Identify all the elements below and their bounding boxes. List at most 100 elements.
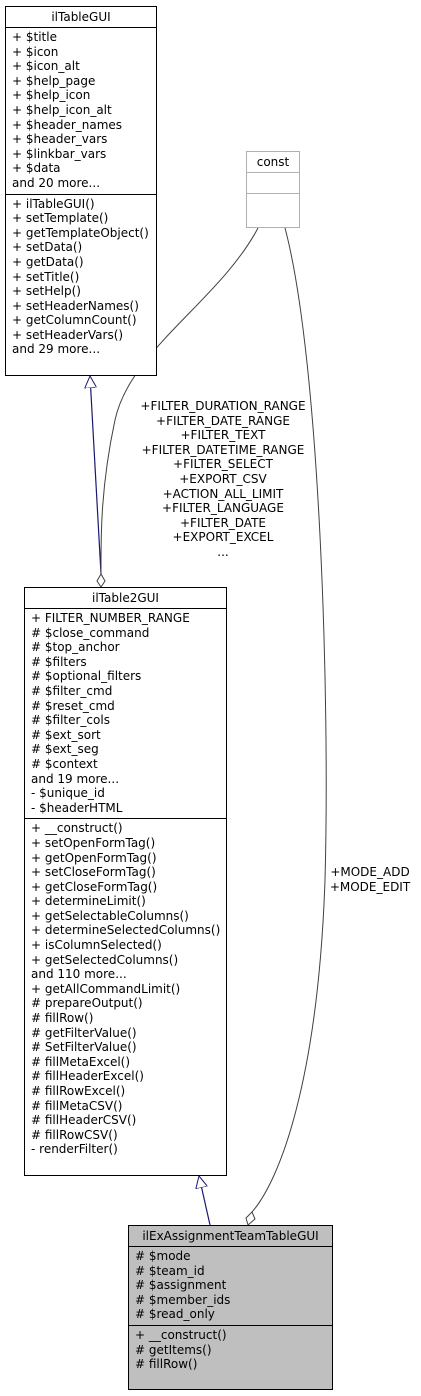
- member-row: # $team_id: [135, 1263, 205, 1278]
- member-row: +ACTION_ALL_LIMIT: [162, 486, 284, 501]
- class-box-iltablegui[interactable]: ilTableGUI + $title+ $icon+ $icon_alt+ $…: [5, 6, 157, 376]
- member-row: +FILTER_DURATION_RANGE: [140, 399, 306, 413]
- member-row: and 110 more...: [31, 967, 127, 982]
- attribute-list: # $mode# $team_id# $assignment# $member_…: [129, 1247, 332, 1326]
- class-title: const: [247, 152, 299, 173]
- composition-edge-const-to-team: [251, 227, 327, 1213]
- member-row: +FILTER_DATETIME_RANGE: [141, 442, 305, 457]
- member-row: # $optional_filters: [31, 669, 142, 684]
- member-row: # getFilterValue(): [31, 1025, 137, 1040]
- member-row: +MODE_EDIT: [329, 879, 411, 894]
- member-row: # fillRowCSV(): [31, 1127, 118, 1142]
- method-list: + __construct()# getItems()# fillRow(): [129, 1326, 332, 1375]
- member-row: + $header_names: [12, 117, 123, 132]
- member-row: + FILTER_NUMBER_RANGE: [31, 611, 190, 625]
- member-row: + $data: [12, 161, 61, 176]
- member-row: + determineLimit(): [31, 894, 146, 909]
- member-row: ...: [217, 544, 229, 559]
- method-list: [247, 194, 299, 214]
- member-row: + $help_icon: [12, 88, 91, 103]
- class-title: ilExAssignmentTeamTableGUI: [129, 1226, 332, 1247]
- member-row: + setOpenFormTag(): [31, 835, 156, 850]
- class-title: ilTableGUI: [6, 7, 156, 28]
- member-row: # $ext_seg: [31, 742, 99, 757]
- member-row: # fillMetaExcel(): [31, 1054, 131, 1069]
- member-row: + $help_page: [12, 73, 96, 88]
- member-row: + isColumnSelected(): [31, 938, 162, 953]
- class-box-iltable2gui[interactable]: ilTable2GUI + FILTER_NUMBER_RANGE# $clos…: [24, 587, 227, 1176]
- member-row: and 19 more...: [31, 771, 120, 786]
- member-row: + __construct(): [135, 1327, 227, 1342]
- member-row: + $title: [12, 30, 57, 44]
- method-list: + ilTableGUI()+ setTemplate()+ getTempla…: [6, 195, 156, 361]
- member-row: - $headerHTML: [31, 800, 123, 815]
- attribute-list: + $title+ $icon+ $icon_alt+ $help_page+ …: [6, 28, 156, 195]
- member-row: +FILTER_DATE: [180, 515, 266, 530]
- member-row: + getSelectedColumns(): [31, 952, 179, 967]
- member-row: + getData(): [12, 254, 84, 269]
- member-row: + __construct(): [31, 821, 123, 836]
- member-row: - $unique_id: [31, 786, 105, 801]
- member-row: + setData(): [12, 240, 83, 255]
- member-row: # getItems(): [135, 1342, 212, 1357]
- member-row: + setTitle(): [12, 269, 80, 284]
- member-row: # $filters: [31, 654, 87, 669]
- member-row: + determineSelectedColumns(): [31, 923, 221, 938]
- member-row: + $help_icon_alt: [12, 102, 112, 117]
- member-row: +FILTER_LANGUAGE: [162, 501, 284, 516]
- member-row: # $close_command: [31, 625, 150, 640]
- inheritance-edge-team-to-table2: [199, 1176, 211, 1226]
- composition-diamond-table2: [96, 572, 106, 588]
- inheritance-edge-table2-to-tablegui: [90, 376, 102, 575]
- member-row: # $top_anchor: [31, 640, 120, 655]
- member-row: # $member_ids: [135, 1292, 231, 1307]
- member-row: # fillHeaderCSV(): [31, 1113, 137, 1128]
- member-row: +FILTER_DATE_RANGE: [156, 413, 290, 428]
- member-row: + setCloseFormTag(): [31, 865, 156, 880]
- member-row: + setTemplate(): [12, 211, 109, 226]
- member-row: +FILTER_SELECT: [173, 457, 273, 472]
- member-row: # fillRow(): [135, 1357, 198, 1372]
- class-title: ilTable2GUI: [25, 588, 226, 609]
- attribute-list: [247, 173, 299, 194]
- member-row: + getSelectableColumns(): [31, 908, 189, 923]
- member-row: + ilTableGUI(): [12, 196, 95, 211]
- class-box-const[interactable]: const: [246, 151, 300, 228]
- member-row: +MODE_ADD: [330, 865, 410, 879]
- member-row: # fillHeaderExcel(): [31, 1069, 144, 1084]
- member-row: and 29 more...: [12, 342, 101, 357]
- member-row: # $context: [31, 756, 98, 771]
- method-list: + __construct()+ setOpenFormTag()+ getOp…: [25, 819, 226, 1160]
- member-row: + getTemplateObject(): [12, 225, 149, 240]
- member-row: # $assignment: [135, 1278, 227, 1293]
- member-row: + $icon_alt: [12, 59, 80, 74]
- member-row: # $ext_sort: [31, 727, 101, 742]
- member-row: # fillMetaCSV(): [31, 1098, 123, 1113]
- member-row: # fillRow(): [31, 1011, 94, 1026]
- member-row: + setHeaderVars(): [12, 327, 124, 342]
- member-row: + getAllCommandLimit(): [31, 981, 181, 996]
- member-row: + setHeaderNames(): [12, 298, 139, 313]
- composition-edge-const-to-table2: [100, 227, 259, 575]
- edge-label-const-to-table2: +FILTER_DURATION_RANGE+FILTER_DATE_RANGE…: [118, 399, 328, 560]
- member-row: +FILTER_TEXT: [180, 428, 266, 443]
- member-row: # prepareOutput(): [31, 996, 143, 1011]
- member-row: + getCloseFormTag(): [31, 879, 158, 894]
- member-row: +EXPORT_CSV: [179, 471, 267, 486]
- edge-label-const-to-team: +MODE_ADD+MODE_EDIT: [320, 865, 420, 894]
- member-row: # SetFilterValue(): [31, 1040, 137, 1055]
- member-row: + $icon: [12, 44, 59, 59]
- member-row: # $filter_cmd: [31, 683, 113, 698]
- attribute-list: + FILTER_NUMBER_RANGE# $close_command# $…: [25, 609, 226, 820]
- member-row: - renderFilter(): [31, 1142, 118, 1157]
- member-row: + getOpenFormTag(): [31, 850, 157, 865]
- member-row: +EXPORT_EXCEL: [172, 530, 274, 545]
- member-row: # fillRowExcel(): [31, 1084, 126, 1098]
- member-row: # $mode: [135, 1249, 191, 1263]
- member-row: + $header_vars: [12, 132, 108, 147]
- member-row: # $read_only: [135, 1307, 215, 1322]
- class-box-ilexassignmentteamtablegui[interactable]: ilExAssignmentTeamTableGUI # $mode# $tea…: [128, 1225, 333, 1390]
- member-row: + setHelp(): [12, 284, 81, 299]
- member-row: # $reset_cmd: [31, 698, 115, 713]
